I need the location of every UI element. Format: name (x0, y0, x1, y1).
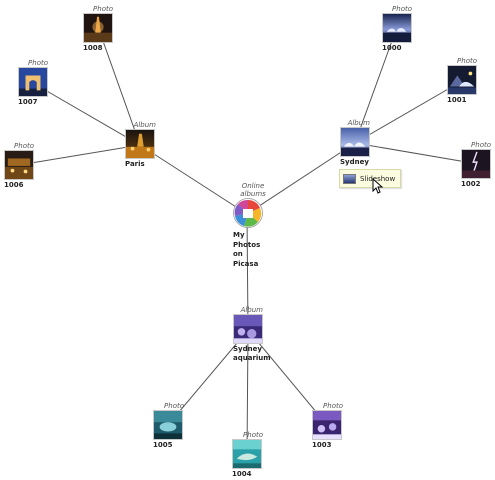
edge-paris-1006 (18, 144, 141, 166)
node-label: 1005 (153, 441, 173, 449)
photo-thumbnail-1007[interactable] (18, 67, 48, 97)
slideshow-label: Slideshow (360, 174, 396, 183)
root-type-label: Online albums (240, 182, 266, 198)
node-type-label: Photo (392, 5, 412, 13)
node-label: 1001 (447, 96, 467, 104)
slideshow-icon (343, 173, 356, 184)
node-label: 1002 (461, 180, 481, 188)
root-label-line: on (233, 250, 243, 258)
album-thumbnail-aquarium[interactable] (233, 314, 263, 344)
edge-sydney-1001 (354, 80, 463, 144)
node-type-label: Photo (471, 141, 491, 149)
album-thumbnail-sydney[interactable] (340, 127, 370, 157)
node-type-label: Photo (323, 402, 343, 410)
root-label-line: My (233, 231, 245, 239)
node-label: Sydney aquarium (233, 345, 271, 362)
photo-thumbnail-1002[interactable] (461, 149, 491, 179)
photo-thumbnail-1001[interactable] (447, 65, 477, 95)
node-label: Paris (125, 160, 145, 168)
node-label: 1008 (83, 44, 103, 52)
edge-sydney-1002 (354, 142, 479, 165)
photo-thumbnail-1005[interactable] (153, 410, 183, 440)
node-label: Sydney (340, 158, 369, 166)
node-type-label: Photo (457, 57, 477, 65)
node-type-label: Photo (243, 431, 263, 439)
photo-thumbnail-1008[interactable] (83, 13, 113, 43)
node-type-label: Photo (164, 402, 184, 410)
mouse-pointer-icon (372, 178, 384, 194)
edge-aquarium-1004 (246, 329, 249, 456)
node-label: 1007 (18, 98, 38, 106)
node-type-label: Photo (28, 59, 48, 67)
edge-paris-1007 (32, 82, 141, 146)
root-label: My Photos on Picasa (233, 231, 273, 269)
edge-root-sydney (246, 142, 356, 215)
album-thumbnail-paris[interactable] (125, 129, 155, 159)
edge-sydney-1000 (354, 26, 398, 144)
node-label: 1006 (4, 181, 24, 189)
edge-root-aquarium (246, 213, 249, 331)
photo-thumbnail-1003[interactable] (312, 410, 342, 440)
edge-aquarium-1003 (247, 329, 328, 426)
node-label: 1004 (232, 470, 252, 478)
photo-thumbnail-1006[interactable] (4, 150, 34, 180)
node-type-label: Album (347, 119, 370, 127)
root-label-line: Photos (233, 240, 261, 249)
node-type-label: Photo (14, 142, 34, 150)
picasa-pinwheel-icon[interactable] (233, 198, 263, 228)
node-type-label: Album (133, 121, 156, 129)
node-type-label: Album (240, 306, 263, 314)
root-label-line: Picasa (233, 259, 259, 268)
edge-root-paris (139, 144, 248, 215)
edge-paris-1008 (97, 26, 141, 146)
photo-thumbnail-1004[interactable] (232, 439, 262, 469)
photo-thumbnail-1000[interactable] (382, 13, 412, 43)
node-label: 1000 (382, 44, 402, 52)
node-label: 1003 (312, 441, 332, 449)
edge-aquarium-1005 (167, 329, 249, 426)
node-type-label: Photo (93, 5, 113, 13)
slideshow-tooltip-button[interactable]: Slideshow (339, 169, 402, 188)
